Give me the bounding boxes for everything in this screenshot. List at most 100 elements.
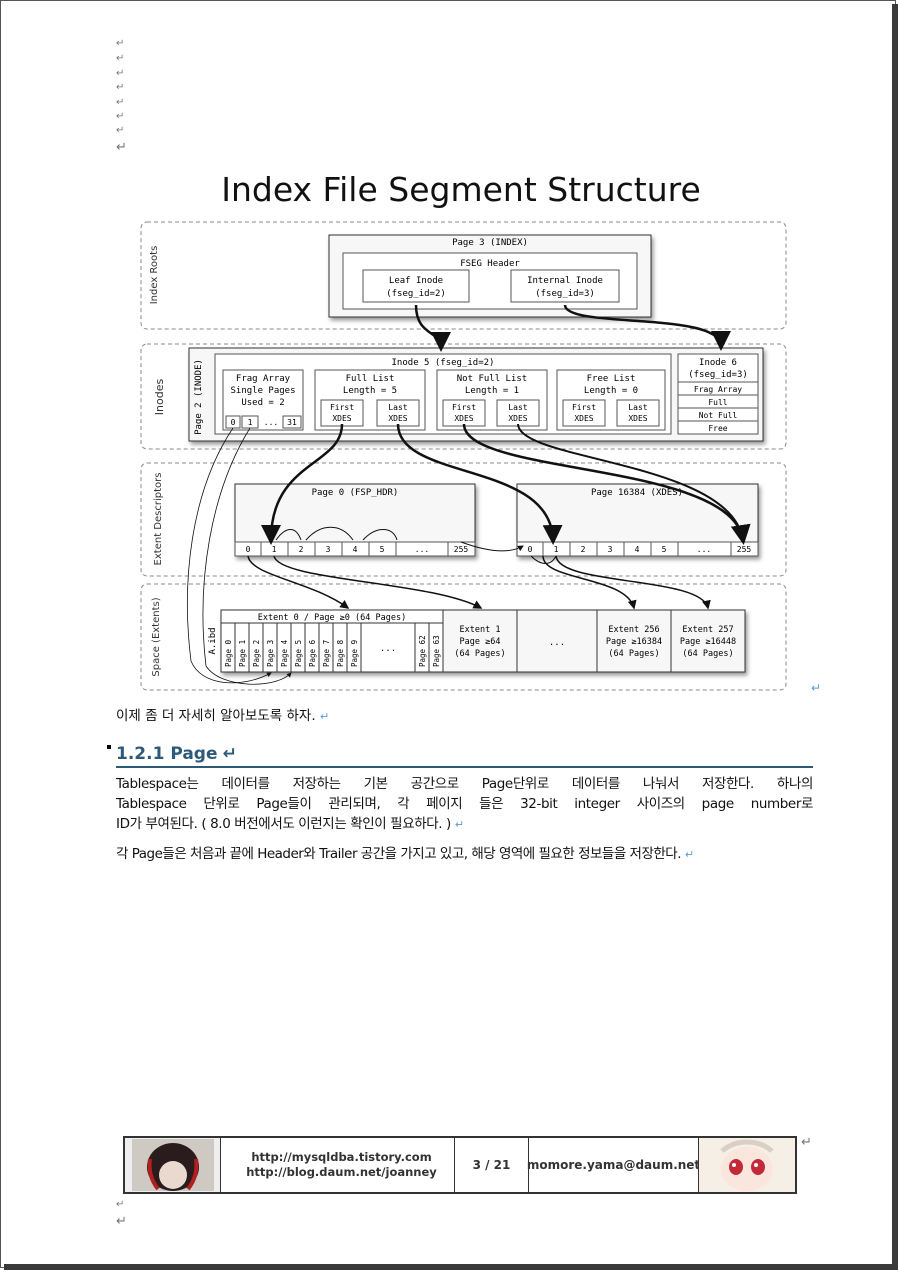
paragraph-mark: ↵ xyxy=(116,140,127,155)
extent0-label: Extent 0 / Page ≥0 (64 Pages) xyxy=(258,613,406,623)
row-index-roots xyxy=(140,221,787,330)
page3-title: Page 3 (INDEX) xyxy=(452,238,528,248)
footer-urls: http://mysqldba.tistory.com http://blog.… xyxy=(221,1138,455,1192)
page-cell-label: Page 0 xyxy=(224,639,233,667)
paragraph-mark: ↵ xyxy=(454,818,464,831)
diagram-title: Index File Segment Structure xyxy=(221,170,701,209)
extent257-page: Page ≥16448 xyxy=(680,637,736,647)
heading-bullet xyxy=(107,745,111,749)
author-avatar-right xyxy=(699,1138,795,1192)
extents-ellipsis: ... xyxy=(549,638,565,648)
extent256-label: Extent 256 xyxy=(608,625,659,635)
paragraph-mark: ↵ xyxy=(684,848,694,861)
page-cell-label: Page 4 xyxy=(280,639,289,667)
extent256-page: Page ≥16384 xyxy=(606,637,662,647)
xdes-cell-label: 4 xyxy=(635,545,640,554)
paragraph-2: 각 Page들은 처음과 끝에 Header와 Trailer 공간을 가지고 … xyxy=(116,844,836,865)
last-label: Last xyxy=(628,403,647,412)
page-shadow-right xyxy=(892,4,898,1270)
extent1-page: Page ≥64 xyxy=(460,637,501,647)
leaf-inode-id: (fseg_id=2) xyxy=(386,289,446,299)
para1-line2: Tablespace 단위로 Page들이 관리되며, 각 페이지 들은 32-… xyxy=(116,796,813,812)
internal-inode-id: (fseg_id=3) xyxy=(535,289,595,299)
inode5-title: Inode 5 (fseg_id=2) xyxy=(392,358,495,368)
row-inodes xyxy=(140,343,787,450)
page16384-xdes-cells: 0 1 2 3 4 5 ... 255 xyxy=(516,541,759,557)
paragraph-mark: ↵ xyxy=(116,97,125,108)
xdes-cell-label: 2 xyxy=(581,545,586,554)
row-extent-descriptors xyxy=(140,462,787,577)
xdes-cell-label: ... xyxy=(415,545,429,554)
diagram-arrows xyxy=(187,304,751,685)
footer-url-tistory[interactable]: http://mysqldba.tistory.com xyxy=(251,1150,432,1164)
paragraph-mark: ↵ xyxy=(222,744,237,764)
page-cell-label: Page 62 xyxy=(418,635,427,667)
paragraph-mark: ↵ xyxy=(319,710,330,723)
page2-side-label: Page 2 (INODE) xyxy=(194,359,204,435)
page0-xdes-cells: 0 1 2 3 4 5 ... 255 xyxy=(234,541,476,557)
frag-cell xyxy=(282,415,302,429)
paragraph-mark: ↵ xyxy=(116,1199,125,1210)
extent256-count: (64 Pages) xyxy=(608,649,659,659)
para1-line3: ID가 부여된다. ( 8.0 버전에서도 이런지는 확인이 필요하다. ) xyxy=(116,816,451,832)
xdes-cell-label: 2 xyxy=(299,545,304,554)
xdes-label: XDES xyxy=(388,414,407,423)
free-list-label: Free List xyxy=(587,374,636,384)
extent1-count: (64 Pages) xyxy=(454,649,505,659)
page-cell-label: Page 3 xyxy=(266,640,275,667)
xdes-label: XDES xyxy=(574,414,593,423)
first-label: First xyxy=(330,403,354,412)
free-last-xdes xyxy=(616,399,660,427)
inode6-free: Free xyxy=(708,424,727,433)
xdes-cell-label: 0 xyxy=(246,545,251,554)
internal-inode-label: Internal Inode xyxy=(527,276,603,286)
intro-text: 이제 좀 더 자세히 알아보도록 하자. xyxy=(116,708,316,724)
row-label-space: Space (Extents) xyxy=(151,597,162,676)
para2-text: 각 Page들은 처음과 끝에 Header와 Trailer 공간을 가지고 … xyxy=(116,846,682,862)
inode6-full: Full xyxy=(708,398,727,407)
paragraph-mark: ↵ xyxy=(116,53,125,64)
intro-paragraph: 이제 좀 더 자세히 알아보도록 하자. ↵ xyxy=(116,706,329,727)
footer-url-daum[interactable]: http://blog.daum.net/joanney xyxy=(246,1165,437,1179)
paragraph-mark: ↵ xyxy=(811,681,822,695)
xdes-cell-label: 1 xyxy=(272,545,277,554)
internal-inode-box xyxy=(510,269,620,303)
xdes-cell-label: 1 xyxy=(554,545,559,554)
page16384-title: Page 16384 (XDES) xyxy=(591,488,683,498)
full-list-length: Length = 5 xyxy=(343,386,397,396)
paragraph-1: Tablespace는 데이터를 저장하는 기본 공간으로 Page단위로 데이… xyxy=(116,774,813,835)
page-cell-label: Page 2 xyxy=(252,640,261,667)
inode6-frag-array: Frag Array xyxy=(694,385,742,394)
xdes-cell-label: 5 xyxy=(380,545,385,554)
xdes-cell-label: 3 xyxy=(326,545,331,554)
row-label-index-roots: Index Roots xyxy=(149,246,160,305)
extent257-label: Extent 257 xyxy=(682,625,733,635)
free-list-length: Length = 0 xyxy=(584,386,638,396)
footer-email[interactable]: momore.yama@daum.net xyxy=(527,1138,700,1192)
xdes-label: XDES xyxy=(628,414,647,423)
full-first-xdes xyxy=(320,399,364,427)
paragraph-mark: ↵ xyxy=(116,82,125,93)
page-cell-label: Page 9 xyxy=(350,640,359,667)
para1-line1: Tablespace는 데이터를 저장하는 기본 공간으로 Page단위로 데이… xyxy=(116,776,813,792)
paragraph-mark: ↵ xyxy=(116,38,125,49)
row-space xyxy=(140,583,787,691)
frag-array-used: Used = 2 xyxy=(241,398,284,408)
extent0-box xyxy=(220,609,444,673)
xdes-cell-label: 5 xyxy=(662,545,667,554)
xdes-label: XDES xyxy=(454,414,473,423)
xdes-cell-label: 0 xyxy=(528,545,533,554)
extent1-label: Extent 1 xyxy=(460,625,501,635)
last-label: Last xyxy=(508,403,527,412)
row-label-inodes: Inodes xyxy=(153,379,166,416)
not-full-list-length: Length = 1 xyxy=(465,386,519,396)
first-label: First xyxy=(452,403,476,412)
extent257-count: (64 Pages) xyxy=(682,649,733,659)
xdes-cell-label: 255 xyxy=(737,545,752,554)
xdes-label: XDES xyxy=(332,414,351,423)
paragraph-mark: ↵ xyxy=(116,68,125,79)
pages-ellipsis: ... xyxy=(380,644,396,654)
inode6-not-full: Not Full xyxy=(699,411,738,420)
page-footer: http://mysqldba.tistory.com http://blog.… xyxy=(123,1136,797,1194)
